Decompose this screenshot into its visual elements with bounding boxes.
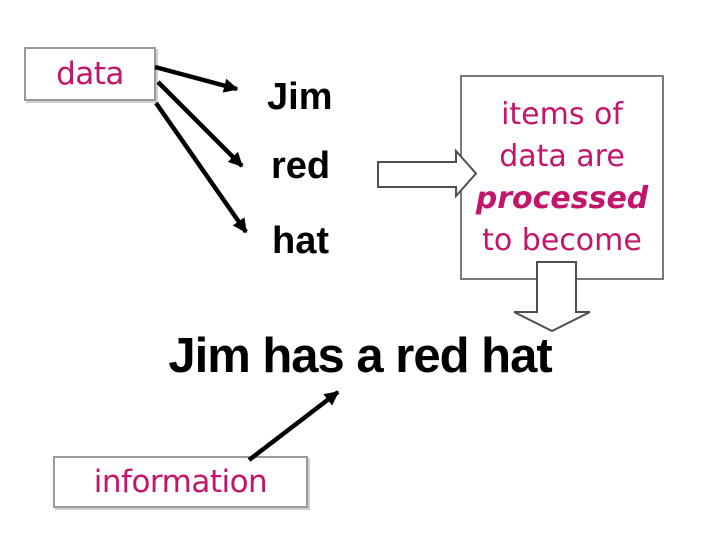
result-sentence: Jim has a red hat xyxy=(168,329,552,383)
information-box: information xyxy=(53,456,308,508)
data-box-label: data xyxy=(56,56,124,92)
data-word-hat: hat xyxy=(272,220,329,262)
data-word-jim: Jim xyxy=(267,76,333,118)
information-box-label: information xyxy=(93,464,268,500)
data-box: data xyxy=(24,47,156,101)
items-box-line-4: to become xyxy=(482,222,642,258)
items-of-data-box: items of data are processed to become xyxy=(460,75,664,280)
arrow-data-to-red xyxy=(156,80,244,168)
arrow-data-to-jim xyxy=(154,64,239,93)
arrow-data-to-hat xyxy=(154,101,248,234)
arrow-information-to-result xyxy=(247,390,340,462)
data-word-red: red xyxy=(271,145,331,187)
items-box-line-2: data are xyxy=(499,138,625,174)
items-box-line-3-processed: processed xyxy=(475,180,649,216)
items-box-line-1: items of xyxy=(501,96,623,132)
